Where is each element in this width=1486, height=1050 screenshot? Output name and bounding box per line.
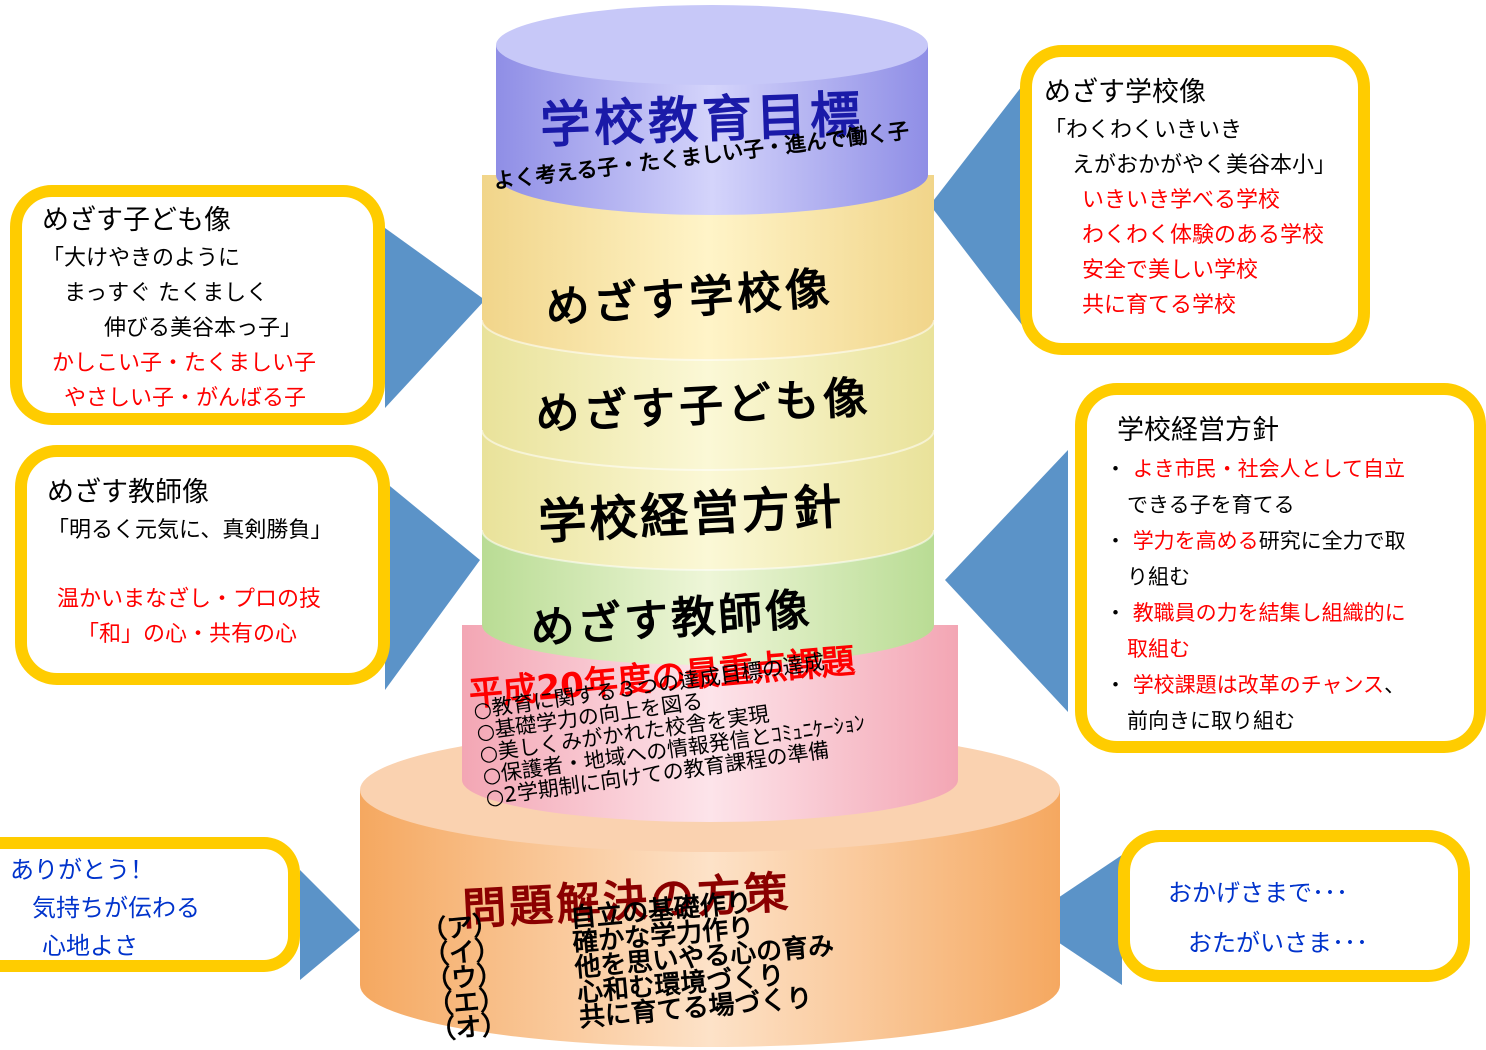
arrow-teacher: [385, 482, 480, 690]
school-bubble: めざす学校像 「わくわくいきいき えがおかがやく美谷本小」 いきいき学べる学校 …: [1020, 45, 1370, 355]
child-red-line: かしこい子・たくましい子: [52, 351, 317, 376]
goal-cylinder: [496, 45, 928, 215]
teacher-line: 「明るく元気に、真剣勝負」: [47, 518, 333, 543]
okage-bubble: おかげさまで･･･ おたがいさま･･･: [1118, 830, 1470, 982]
arrow-okage: [1025, 855, 1122, 985]
policy-bubble: 学校経営方針 ・ よき市民・社会人として自立 できる子を育てる ・ 学力を高める…: [1075, 383, 1486, 753]
child-bubble-title: めざす子ども像: [42, 205, 231, 236]
policy-item: ・ 教職員の力を結集し組織的に: [1105, 601, 1406, 625]
thanks-line: 気持ちが伝わる: [32, 894, 200, 922]
layer-child-shape: [482, 320, 934, 470]
thanks-line: 心地よさ: [42, 932, 138, 960]
thanks-line: ありがとう！: [10, 856, 154, 884]
child-line: まっすぐ たくましく: [64, 281, 269, 306]
policy-item-cont: できる子を育てる: [1127, 493, 1295, 517]
school-line: えがおかがやく美谷本小」: [1072, 153, 1337, 178]
okage-line: おかげさまで･･･: [1168, 879, 1348, 907]
base-cylinder: [360, 790, 1060, 1047]
policy-bubble-title: 学校経営方針: [1117, 415, 1279, 446]
teacher-red-line: 温かいまなざし・プロの技: [57, 587, 322, 612]
policy-item-cont: 取組む: [1127, 637, 1190, 661]
policy-item: ・ 学力を高める研究に全力で取: [1105, 529, 1406, 553]
child-line: 「大けやきのように: [42, 246, 241, 271]
policy-item-cont: り組む: [1127, 565, 1190, 589]
school-red-line: 安全で美しい学校: [1082, 258, 1259, 283]
okage-line: おたがいさま･･･: [1188, 929, 1368, 957]
goal-cylinder-top: [496, 5, 928, 85]
layer-school-shape: [482, 175, 934, 360]
arrow-school: [930, 86, 1022, 325]
school-bubble-title: めざす学校像: [1044, 77, 1206, 108]
child-red-line: やさしい子・がんばる子: [64, 386, 307, 411]
policy-item-cont: 前向きに取り組む: [1127, 709, 1295, 733]
teacher-bubble-title: めざす教師像: [47, 477, 209, 508]
policy-item: ・ 学校課題は改革のチャンス、: [1105, 673, 1406, 697]
school-red-line: わくわく体験のある学校: [1082, 223, 1325, 248]
priority-cylinder: [462, 625, 958, 822]
school-red-line: いきいき学べる学校: [1082, 188, 1281, 213]
school-red-line: 共に育てる学校: [1082, 293, 1237, 318]
child-bubble: めざす子ども像 「大けやきのように まっすぐ たくましく 伸びる美谷本っ子」 か…: [10, 185, 385, 425]
arrow-thanks: [300, 870, 360, 980]
teacher-red-line: 「和」の心・共有の心: [77, 622, 298, 647]
thanks-bubble: ありがとう！ 気持ちが伝わる 心地よさ: [0, 837, 300, 972]
policy-item: ・ よき市民・社会人として自立: [1105, 457, 1406, 481]
arrow-policy: [945, 450, 1068, 712]
teacher-bubble: めざす教師像 「明るく元気に、真剣勝負」 温かいまなざし・プロの技 「和」の心・…: [15, 445, 390, 685]
arrow-child: [385, 228, 485, 408]
child-line: 伸びる美谷本っ子」: [104, 316, 303, 341]
school-line: 「わくわくいきいき: [1044, 118, 1243, 143]
